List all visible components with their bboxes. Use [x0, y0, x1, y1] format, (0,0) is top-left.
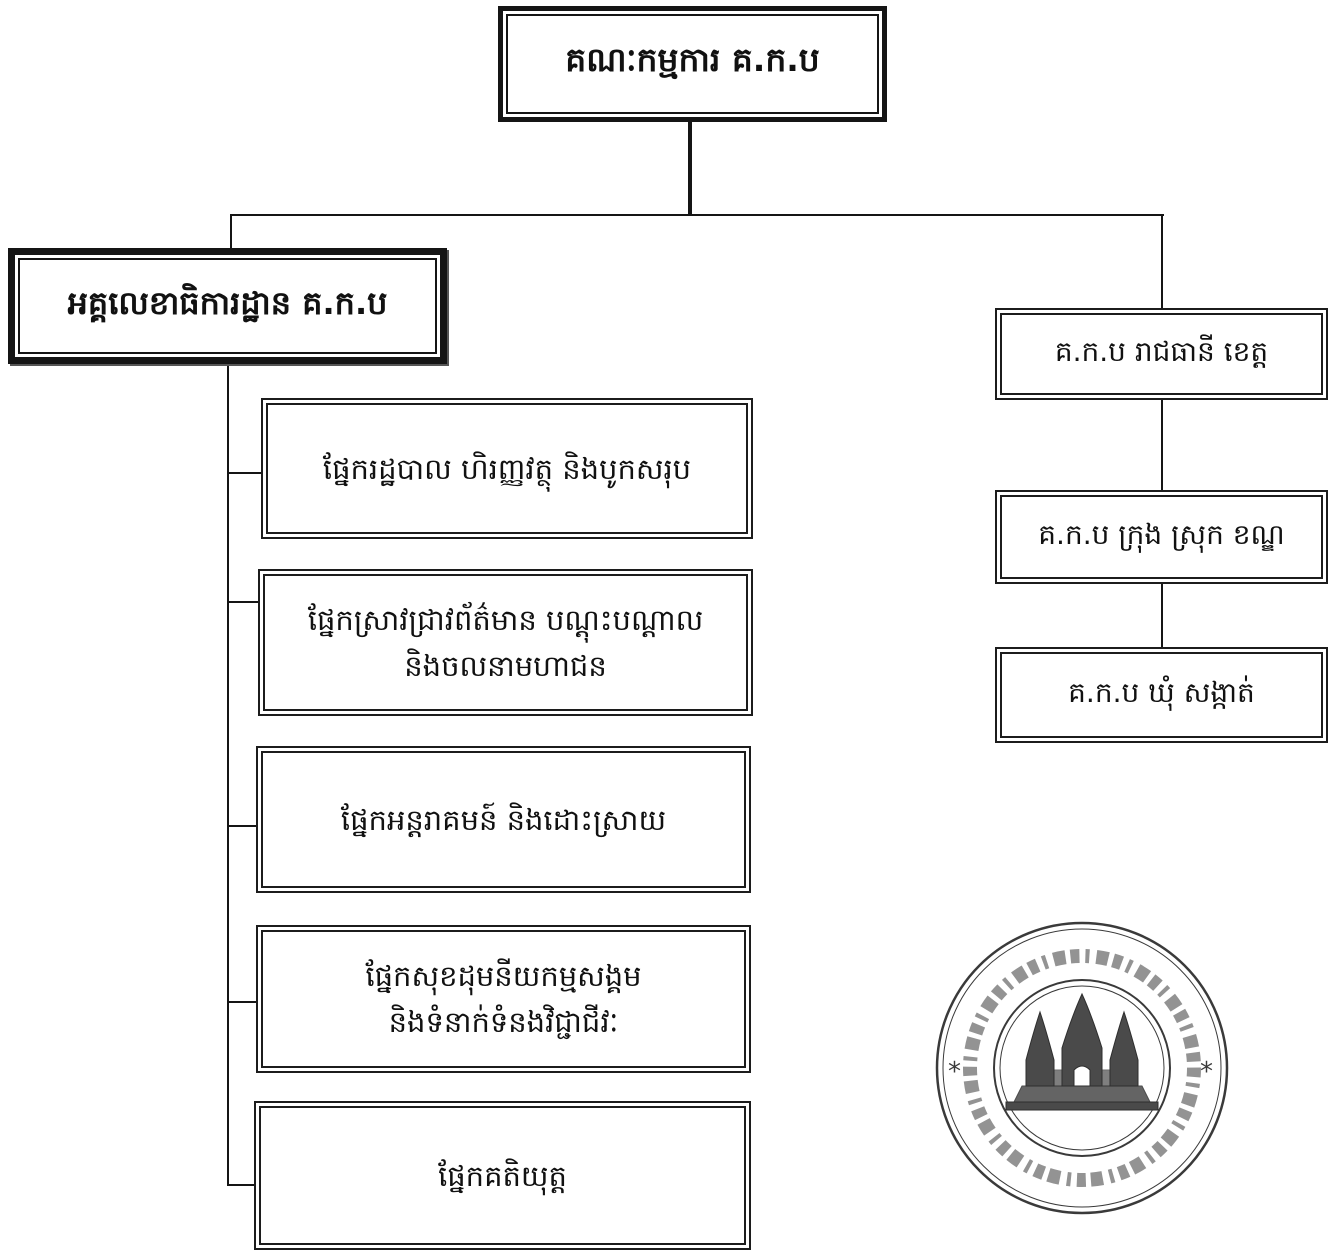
- connector-unit-branch: [227, 472, 262, 474]
- unit-box-administration: ផ្នែករដ្ឋបាល ហិរញ្ញវត្ថុ និងបូកសរុប: [261, 398, 753, 539]
- secretariat-box: អគ្គលេខាធិការដ្ឋាន គ.ក.ប: [8, 248, 447, 364]
- local-label: គ.ក.ប រាជធានី ខេត្ត: [1054, 334, 1269, 368]
- local-label: គ.ក.ប ឃុំ សង្កាត់: [1068, 675, 1255, 709]
- unit-box-intervention: ផ្នែកអន្តរាគមន៍ និងដោះស្រាយ: [256, 746, 751, 893]
- connector-head-stem: [688, 122, 692, 215]
- unit-box-research: ផ្នែកស្រាវជ្រាវព័ត៌មាន បណ្តុះបណ្តាល និងច…: [258, 569, 753, 716]
- connector-main-horizontal: [230, 214, 1164, 216]
- local-box-commune-sangkat: គ.ក.ប ឃុំ សង្កាត់: [995, 647, 1328, 743]
- committee-label: គណៈកម្មការ គ.ក.ប: [565, 40, 820, 79]
- connector-secretariat-spine: [227, 364, 229, 1186]
- local-box-capital-province: គ.ក.ប រាជធានី ខេត្ត: [995, 308, 1328, 400]
- seal-star-left: *: [948, 1057, 961, 1087]
- local-label: គ.ក.ប ក្រុង ស្រុក ខណ្ឌ: [1038, 517, 1285, 551]
- unit-label: ផ្នែកអន្តរាគមន៍ និងដោះស្រាយ: [340, 802, 667, 837]
- unit-label: ផ្នែករដ្ឋបាល ហិរញ្ញវត្ថុ និងបូកសរុប: [322, 451, 692, 486]
- unit-label: ផ្នែកស្រាវជ្រាវព័ត៌មាន បណ្តុះបណ្តាល: [307, 602, 704, 637]
- connector-unit-branch: [227, 825, 257, 827]
- seal-inner-thin-ring: [999, 985, 1165, 1151]
- unit-label: ផ្នែកគតិយុត្ត: [438, 1158, 567, 1193]
- local-box-municipality-district: គ.ក.ប ក្រុង ស្រុក ខណ្ឌ: [995, 490, 1328, 584]
- connector-unit-branch: [227, 1184, 255, 1186]
- unit-label-continued: និងទំនាក់ទំនងវិជ្ជាជីវៈ: [388, 1005, 619, 1039]
- unit-label: ផ្នែកសុខដុមនីយកម្មសង្គម: [365, 959, 642, 993]
- connector-unit-branch: [227, 601, 259, 603]
- seal-outer-inner-ring: [942, 928, 1222, 1208]
- official-seal: * *: [935, 921, 1229, 1215]
- seal-inner-ring: [993, 979, 1171, 1157]
- connector-unit-branch: [227, 1001, 257, 1003]
- connector-local-link: [1161, 584, 1163, 647]
- temple-emblem: [1005, 992, 1159, 1111]
- unit-box-legal: ផ្នែកគតិយុត្ត: [254, 1101, 751, 1250]
- seal-outer-ring: [935, 921, 1229, 1215]
- committee-box: គណៈកម្មការ គ.ក.ប: [498, 6, 887, 122]
- secretariat-label: អគ្គលេខាធិការដ្ឋាន គ.ក.ប: [67, 283, 388, 322]
- unit-label-continued: និងចលនាមហាជន: [404, 648, 607, 683]
- connector-secretariat-drop: [230, 214, 232, 248]
- connector-local-drop: [1161, 214, 1163, 308]
- seal-rim-lettering: [963, 949, 1201, 1187]
- unit-box-social-harmony: ផ្នែកសុខដុមនីយកម្មសង្គម និងទំនាក់ទំនងវិជ…: [256, 925, 751, 1073]
- connector-local-link: [1161, 400, 1163, 490]
- seal-star-right: *: [1200, 1057, 1213, 1087]
